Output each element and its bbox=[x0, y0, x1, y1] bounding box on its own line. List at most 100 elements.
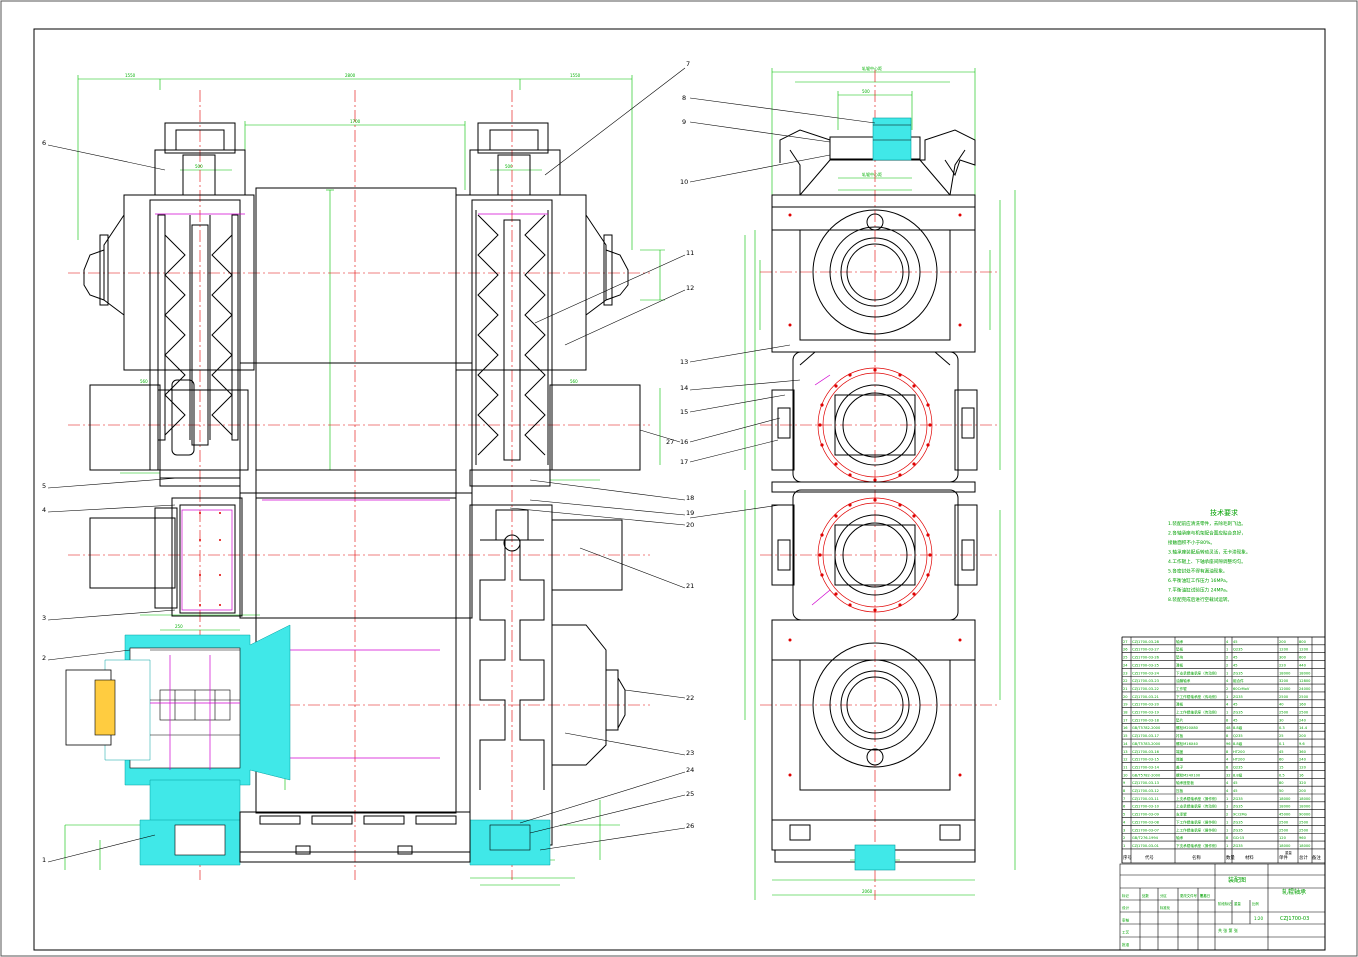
tech-requirement-line: 接触面积不小于80%。 bbox=[1168, 539, 1215, 546]
bom-cell: CZJ1700-03-09 bbox=[1132, 813, 1160, 817]
bom-cell: 600 bbox=[1299, 656, 1307, 660]
bom-cell: 油膜轴承 bbox=[1176, 678, 1191, 683]
bom-cell: 8 bbox=[1123, 789, 1126, 793]
bom-cell: 120 bbox=[1299, 765, 1307, 769]
bom-cell: 45 bbox=[1233, 718, 1238, 722]
bom-cell: 1 bbox=[1226, 797, 1228, 801]
bom-cell: 30 bbox=[1279, 718, 1284, 722]
bom-header: 总计 bbox=[1299, 854, 1308, 861]
bom-cell: 320 bbox=[1299, 781, 1307, 785]
title-role-label: 工艺 bbox=[1122, 930, 1130, 935]
bom-cell: 18000 bbox=[1299, 671, 1311, 675]
bom-cell: 支承辊 bbox=[1176, 812, 1187, 817]
bom-cell: 18000 bbox=[1279, 671, 1291, 675]
callout-11: 11 bbox=[686, 249, 694, 257]
svg-text:1550: 1550 bbox=[125, 73, 136, 78]
callout-20: 20 bbox=[686, 521, 694, 529]
callout-22: 22 bbox=[686, 694, 694, 702]
bom-cell: CZJ1700-03-20 bbox=[1132, 703, 1160, 707]
bom-cell: CZJ1700-03-21 bbox=[1132, 695, 1159, 699]
bom-cell: 盖子 bbox=[1176, 764, 1184, 769]
bom-cell: 18000 bbox=[1279, 844, 1291, 848]
bom-cell: 300 bbox=[1279, 656, 1287, 660]
callout-25: 25 bbox=[686, 790, 694, 798]
bom-cell: 40 bbox=[1279, 703, 1284, 707]
svg-text:500: 500 bbox=[505, 164, 513, 169]
bom-cell: 8 bbox=[1226, 836, 1229, 840]
bom-cell: 14 bbox=[1123, 742, 1128, 746]
bom-cell: 0.3 bbox=[1279, 726, 1285, 730]
bom-cell: 18000 bbox=[1299, 805, 1311, 809]
callout-26: 26 bbox=[686, 822, 694, 830]
bom-cell: 1 bbox=[1226, 805, 1228, 809]
bom-cell: 26 bbox=[1123, 648, 1128, 652]
bom-cell: CZJ1700-03-27 bbox=[1132, 648, 1159, 652]
bom-cell: 2500 bbox=[1299, 711, 1309, 715]
bom-cell: 2 bbox=[1226, 663, 1228, 667]
callout-2: 2 bbox=[42, 654, 46, 662]
bom-cell: 27 bbox=[1123, 640, 1128, 644]
callout-10: 10 bbox=[680, 178, 688, 186]
bom-cell: 45 bbox=[1233, 663, 1238, 667]
tech-requirement-line: 3.轴承座装配后转动灵活，无卡滞现象。 bbox=[1168, 549, 1250, 556]
tech-requirement-line: 2.各轴承座与机架配合面应贴合良好， bbox=[1168, 530, 1246, 537]
svg-text:500: 500 bbox=[862, 89, 870, 94]
bom-cell: ZG35 bbox=[1233, 844, 1243, 848]
svg-text:1550: 1550 bbox=[570, 73, 581, 78]
bom-cell: ZG35 bbox=[1233, 828, 1243, 832]
bom-cell: CZJ1700-03-15 bbox=[1132, 758, 1159, 762]
callout-6: 6 bbox=[42, 139, 46, 147]
bom-cell: 45 bbox=[1279, 750, 1284, 754]
bom-cell: 1 bbox=[1226, 711, 1228, 715]
bom-header: 单件 bbox=[1279, 854, 1288, 861]
bom-cell: GB/T276-1994 bbox=[1132, 836, 1159, 840]
title-part-name: 轧辊轴承 bbox=[1282, 888, 1306, 896]
title-role-label: 批准 bbox=[1122, 942, 1130, 947]
bom-cell: 7 bbox=[1123, 797, 1125, 801]
bom-cell: 24000 bbox=[1299, 687, 1311, 691]
bom-cell: CZJ1700-03-01 bbox=[1132, 844, 1159, 848]
bom-cell: 200 bbox=[1279, 640, 1287, 644]
title-cell-label: 比例 bbox=[1252, 901, 1259, 906]
bom-cell: CZJ1700-03-12 bbox=[1132, 789, 1159, 793]
bom-cell: 9.6 bbox=[1299, 742, 1305, 746]
bom-cell: 9 bbox=[1123, 781, 1126, 785]
callout-17: 17 bbox=[680, 458, 688, 466]
bom-cell: 90000 bbox=[1299, 813, 1311, 817]
bom-cell: 下工作辊轴承座（操作侧） bbox=[1176, 819, 1219, 824]
bom-cell: 15 bbox=[1279, 765, 1284, 769]
bom-cell: 8 bbox=[1226, 765, 1229, 769]
bom-cell: 端盖 bbox=[1176, 757, 1184, 762]
title-cell-label: 阶段标记 bbox=[1218, 901, 1232, 906]
bom-cell: CZJ1700-03-26 bbox=[1132, 656, 1160, 660]
bom-cell: CZJ1700-03-11 bbox=[1132, 797, 1159, 801]
title-row-label: 分区 bbox=[1160, 893, 1167, 898]
bom-cell: 垫板 bbox=[1176, 647, 1184, 652]
bom-cell: 轴承 bbox=[1176, 835, 1184, 840]
bom-cell: 压板 bbox=[1176, 788, 1184, 793]
bom-cell: 17 bbox=[1123, 718, 1128, 722]
bom-cell: 1 bbox=[1226, 671, 1228, 675]
bom-cell: 6 bbox=[1123, 805, 1126, 809]
front-view-callouts: 6 5 4 3 2 1 7 11 12 27 18 19 20 21 22 23… bbox=[42, 60, 694, 864]
bom-cell: 1200 bbox=[1299, 648, 1309, 652]
bom-cell: 96 bbox=[1226, 742, 1231, 746]
bom-cell: 21 bbox=[1123, 687, 1128, 691]
bom-cell: 120 bbox=[1279, 836, 1287, 840]
bom-cell: CZJ1700-03-14 bbox=[1132, 765, 1160, 769]
bom-cell: 16 bbox=[1123, 726, 1128, 730]
bom-cell: CZJ1700-03-16 bbox=[1132, 750, 1160, 754]
callout-18: 18 bbox=[686, 494, 694, 502]
callout-12: 12 bbox=[686, 284, 694, 292]
bom-cell: 25 bbox=[1123, 656, 1128, 660]
bom-cell: 8.8级 bbox=[1233, 725, 1243, 730]
title-drawing-name: 装配图 bbox=[1228, 876, 1246, 884]
callout-13: 13 bbox=[680, 358, 688, 366]
bom-cell: 13 bbox=[1123, 750, 1128, 754]
